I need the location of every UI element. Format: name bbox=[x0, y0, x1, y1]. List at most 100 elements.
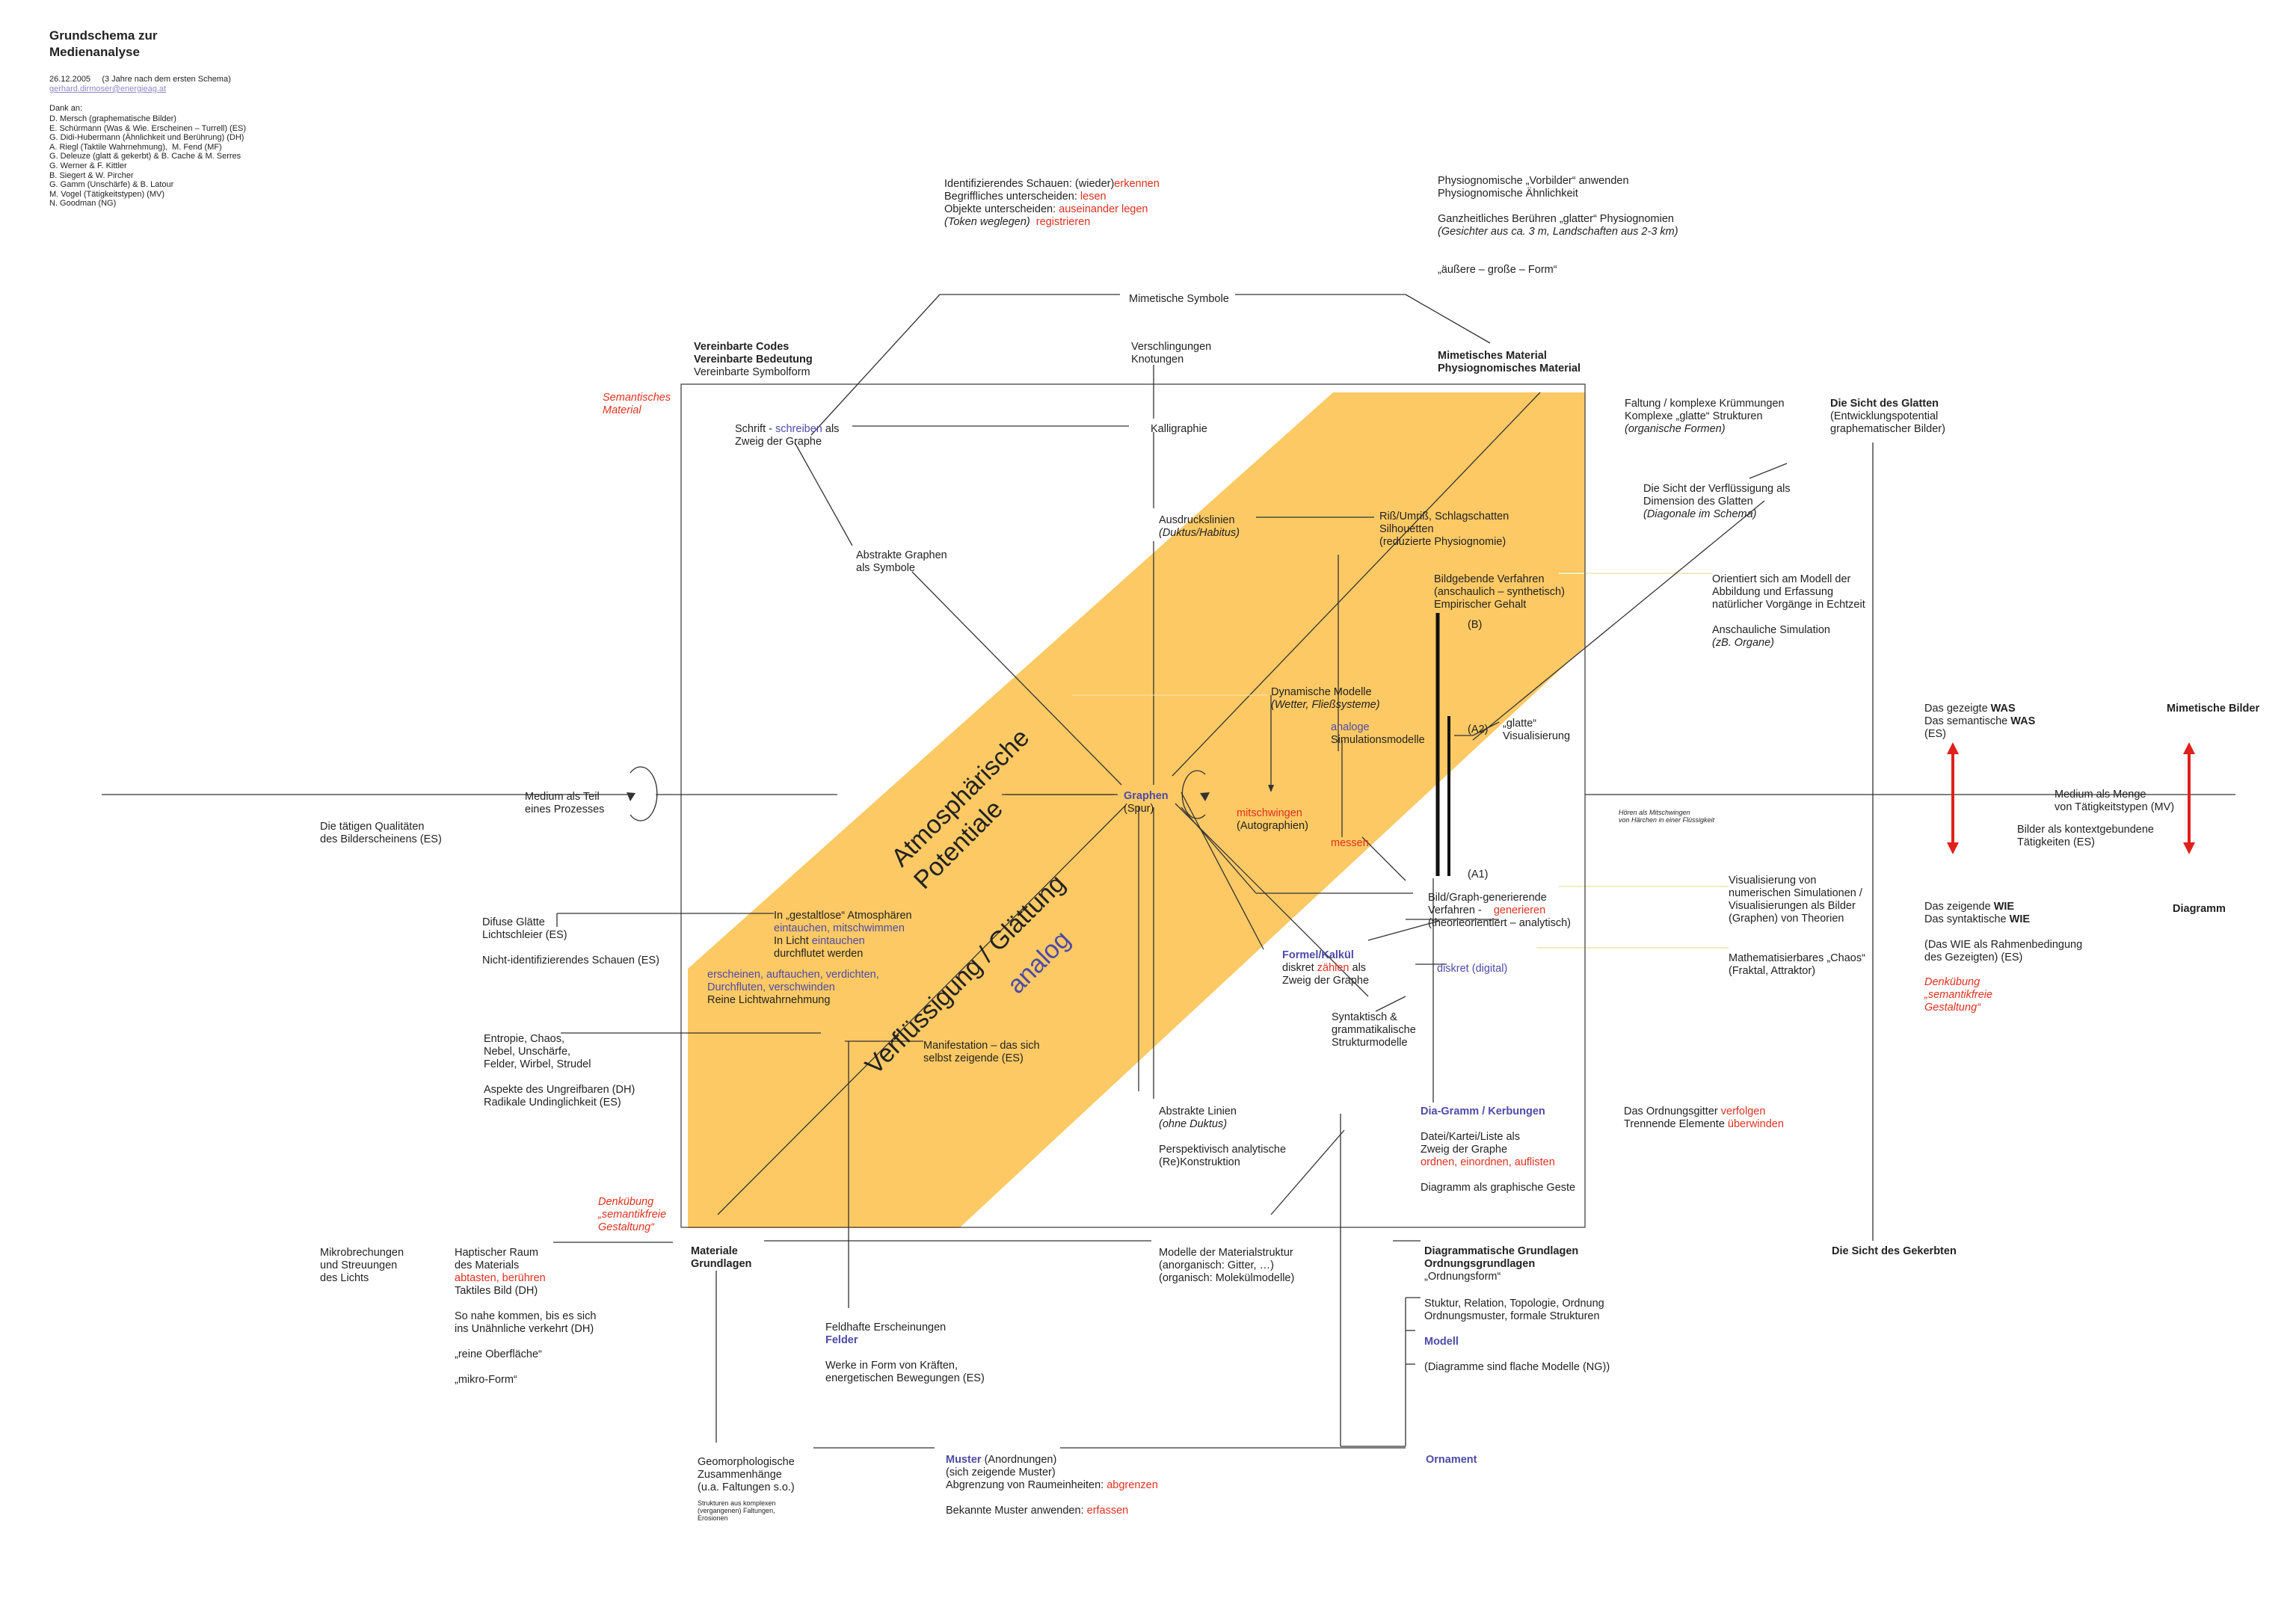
label-segment: (zB. Organe) bbox=[1712, 637, 1774, 649]
label-line: (organisch: Molekülmodelle) bbox=[1159, 1272, 1294, 1285]
label-line: des Bilderscheinens (ES) bbox=[320, 833, 442, 846]
label-line: selbst zeigende (ES) bbox=[923, 1052, 1040, 1065]
label-segment: Riß/Umriß, Schlagschatten bbox=[1379, 511, 1509, 522]
label-segment: Modell bbox=[1424, 1336, 1459, 1348]
label-line: Knotungen bbox=[1131, 354, 1211, 366]
label-segment: (Entwicklungspotential bbox=[1830, 410, 1939, 422]
label-segment: Visualisierung bbox=[1503, 730, 1571, 742]
label-line: Muster (Anordnungen) bbox=[946, 1454, 1158, 1467]
label-segment: Ornament bbox=[1426, 1454, 1477, 1466]
label-line: Felder bbox=[825, 1334, 985, 1347]
label-segment: grammatikalische bbox=[1332, 1024, 1416, 1036]
label-line: von Tätigkeitstypen (MV) bbox=[2055, 801, 2174, 814]
label-segment: erscheinen, auftauchen, verdichten, bbox=[707, 969, 879, 981]
label-line: (Graphen) von Theorien bbox=[1729, 913, 1862, 925]
label-segment: „semantikfreie bbox=[598, 1209, 667, 1221]
label-line: Zweig der Graphe bbox=[1421, 1144, 1575, 1156]
label-line: Graphen bbox=[1124, 790, 1169, 803]
label-line: „Ordnungsform“ bbox=[1424, 1271, 1578, 1283]
label-segment: messen bbox=[1331, 837, 1369, 849]
label-line: (ohne Duktus) bbox=[1159, 1118, 1286, 1131]
label-segment: Felder, Wirbel, Strudel bbox=[484, 1058, 591, 1070]
label-line bbox=[484, 1071, 635, 1084]
author-email-link[interactable]: gerhard.dirmoser@energieag.at bbox=[49, 84, 167, 93]
label-segment: „äußere – große – Form“ bbox=[1438, 264, 1557, 276]
label-segment: Graphen bbox=[1124, 790, 1169, 802]
label-line: „glatte“ bbox=[1503, 718, 1570, 730]
label-segment: Diagramm bbox=[2173, 903, 2226, 915]
label-label-a1: (A1) bbox=[1468, 869, 1488, 881]
label-line: (Gesichter aus ca. 3 m, Landschaften aus… bbox=[1438, 226, 1678, 238]
label-line: Begriffliches unterscheiden: lesen bbox=[944, 191, 1160, 203]
label-line: Empirischer Gehalt bbox=[1434, 599, 1565, 611]
label-segment: „semantikfreie bbox=[1924, 989, 1993, 1001]
label-line: (reduzierte Physiognomie) bbox=[1379, 536, 1509, 549]
label-line bbox=[1438, 200, 1678, 213]
label-sicht-gekerbten: Die Sicht des Gekerbten bbox=[1832, 1245, 1957, 1258]
label-line: Das syntaktische WIE bbox=[1924, 913, 2082, 926]
label-segment: Mathematisierbares „Chaos“ bbox=[1729, 952, 1865, 964]
label-segment: Das Ordnungsgitter bbox=[1624, 1106, 1721, 1117]
label-segment: (anorganisch: Gitter, …) bbox=[1159, 1259, 1274, 1271]
label-line: Difuse Glätte bbox=[482, 916, 659, 929]
label-line bbox=[455, 1361, 596, 1374]
label-line: von Härchen in einer Flüssigkeit bbox=[1619, 816, 1714, 824]
label-segment: eines Prozesses bbox=[525, 804, 605, 815]
label-segment: natürlicher Vorgänge in Echtzeit bbox=[1712, 599, 1865, 611]
label-line: eines Prozesses bbox=[525, 804, 604, 816]
label-segment: Syntaktisch & bbox=[1332, 1011, 1397, 1023]
label-line: Verfahren - generieren bbox=[1428, 904, 1571, 917]
label-segment: mitschwingen bbox=[1237, 807, 1302, 819]
label-line: graphematischer Bilder) bbox=[1830, 423, 1945, 436]
label-segment: Zweig der Graphe bbox=[735, 436, 822, 448]
label-line: Denkübung bbox=[1924, 976, 1992, 989]
label-segment: lesen bbox=[1080, 191, 1107, 203]
label-line: Die Sicht des Gekerbten bbox=[1832, 1245, 1957, 1258]
label-segment: generieren bbox=[1493, 904, 1546, 916]
label-segment: Abstrakte Linien bbox=[1159, 1106, 1237, 1117]
label-line: Gestaltung“ bbox=[1924, 1002, 1992, 1014]
label-segment: Das gezeigte bbox=[1924, 703, 1991, 715]
label-line: energetischen Bewegungen (ES) bbox=[825, 1372, 985, 1385]
label-line bbox=[1424, 1348, 1610, 1361]
label-line: (zB. Organe) bbox=[1712, 637, 1865, 650]
label-segment: Vereinbarte Bedeutung bbox=[694, 354, 813, 366]
label-segment: selbst zeigende (ES) bbox=[923, 1052, 1024, 1064]
label-line: natürlicher Vorgänge in Echtzeit bbox=[1712, 599, 1865, 611]
label-segment: Silhouetten bbox=[1379, 523, 1434, 535]
label-segment: Aspekte des Ungreifbaren (DH) bbox=[484, 1084, 635, 1096]
label-mitschwingen: mitschwingen(Autographien) bbox=[1237, 807, 1308, 833]
label-dynamische-modelle: Dynamische Modelle(Wetter, Fließsysteme) bbox=[1271, 686, 1380, 712]
label-line: Schrift - schreiben als bbox=[735, 423, 839, 436]
label-segment: Physiognomisches Material bbox=[1438, 363, 1581, 374]
label-line: Visualisierung bbox=[1503, 730, 1570, 743]
label-entropie: Entropie, Chaos,Nebel, Unschärfe,Felder,… bbox=[484, 1033, 635, 1109]
label-line: Aspekte des Ungreifbaren (DH) bbox=[484, 1084, 635, 1097]
label-segment: (Wetter, Fließsysteme) bbox=[1271, 699, 1380, 711]
label-segment: WIE bbox=[2009, 913, 2031, 925]
label-identifizierendes: Identifizierendes Schauen: (wieder)erken… bbox=[944, 178, 1160, 229]
label-segment: Visualisierungen als Bilder bbox=[1729, 900, 1856, 912]
label-segment: Bild/Graph-generierende bbox=[1428, 892, 1547, 904]
label-line: Simulationsmodelle bbox=[1331, 734, 1425, 747]
label-segment: Nicht-identifizierendes Schauen (ES) bbox=[482, 955, 659, 966]
label-line: (theorieorientiert – analytisch) bbox=[1428, 917, 1571, 930]
label-line: Mimetisches Material bbox=[1438, 350, 1581, 363]
label-segment: von Härchen in einer Flüssigkeit bbox=[1619, 816, 1715, 824]
label-sicht-glatten: Die Sicht des Glatten(Entwicklungspotent… bbox=[1830, 398, 1945, 436]
label-segment: (reduzierte Physiognomie) bbox=[1379, 536, 1506, 548]
label-segment: Knotungen bbox=[1131, 354, 1184, 366]
label-segment: Formel/Kalkül bbox=[1282, 949, 1354, 961]
title-line-1: Grundschema zur bbox=[49, 28, 158, 43]
label-line: Bilder als kontextgebundene bbox=[2017, 824, 2154, 836]
label-segment: Medium als Teil bbox=[525, 791, 600, 803]
label-segment: Datei/Kartei/Liste als bbox=[1421, 1131, 1520, 1143]
